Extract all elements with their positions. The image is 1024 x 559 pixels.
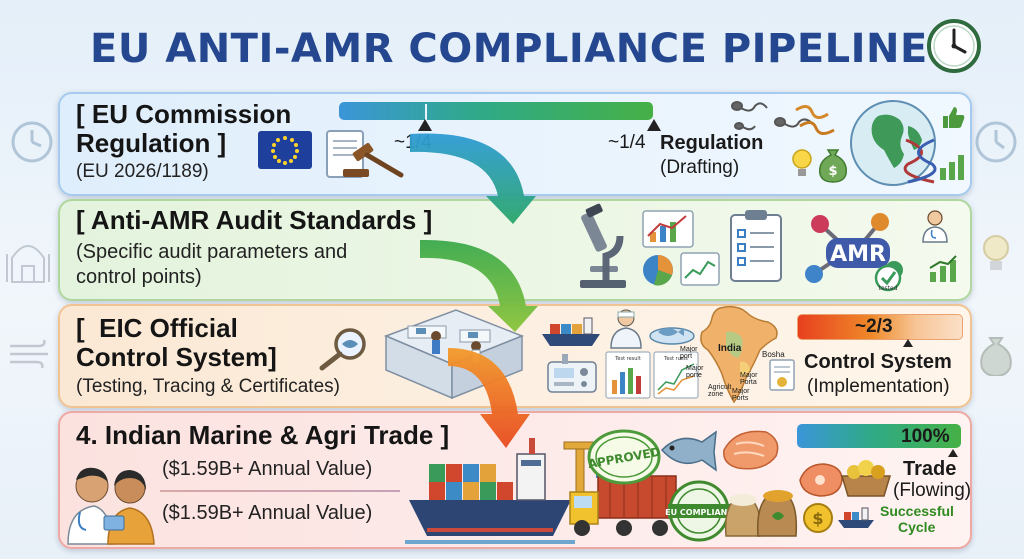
stage2-subtitle-line1: (Specific audit parameters and [76, 241, 348, 263]
cargo-ship-icon [405, 438, 575, 544]
map-label-bosha: Bosha [762, 350, 785, 359]
growth-chart-small-icon [929, 255, 957, 282]
clipboard-icon [730, 210, 782, 282]
salmon-steak-icon [799, 463, 843, 497]
faint-clock-icon [11, 121, 53, 163]
amr-badge-text: AMR [830, 242, 886, 267]
stage3-subtitle: (Testing, Tracing & Certificates) [76, 376, 340, 397]
stage1-status-detail: (Drafting) [660, 157, 740, 178]
stage1-title-line1: [ EU Commission [76, 99, 292, 129]
stage4-value-line2: ($1.59B+ Annual Value) [162, 502, 373, 524]
control-marker-arrow [903, 339, 913, 347]
map-label-major-port: Major port [680, 346, 698, 360]
line-chart-card-icon [642, 210, 694, 248]
faint-money-bag-icon [980, 337, 1012, 376]
globe-icon [850, 100, 936, 186]
stage1-subtitle: (EU 2026/1189) [76, 161, 209, 182]
thumbs-up-icon [943, 107, 965, 128]
map-label-agricult-zone: Agricult zone [708, 384, 732, 398]
control-progress-bar [797, 314, 963, 340]
progress-marker-2: ~1/4 [608, 132, 646, 153]
bar-growth-icon [940, 155, 964, 180]
successful-cycle-line1: Successful [880, 503, 954, 519]
amr-molecule-icon: AMR tested [805, 213, 903, 292]
dna-icon [903, 138, 937, 184]
fruit-basket-icon [840, 460, 892, 497]
svg-text:$: $ [828, 164, 837, 179]
eu-compliant-stamp-text: EU COMPLIANT [665, 508, 733, 517]
map-label-major-porte: Major porte [686, 365, 704, 379]
map-label-major-ports: Major Ports [732, 388, 750, 402]
faint-taj-icon [6, 245, 50, 283]
ribbon-cells-icon [795, 105, 835, 135]
inspector-icon [610, 309, 642, 349]
stage4-value-line1: ($1.59B+ Annual Value) [162, 458, 373, 480]
fish-sample-icon [649, 327, 695, 345]
device-icon [547, 354, 597, 393]
india-map-icon [700, 305, 778, 404]
certificate-icon [769, 359, 795, 391]
money-bag-icon: $ [818, 149, 848, 183]
stage1-title-line2: Regulation ] [76, 128, 227, 158]
stage4-status-title: Trade [903, 458, 957, 480]
fish-icon [660, 430, 717, 472]
value-divider [160, 490, 400, 492]
chart-label-1: Test result [614, 356, 641, 362]
page-title: EU ANTI-AMR COMPLIANCE PIPELINE [90, 26, 928, 72]
doctor-small-icon [922, 210, 948, 243]
chart-label-2: Test ruels [663, 356, 688, 362]
regulation-progress-bar [339, 102, 653, 120]
stage3-title-line1: [ EIC Official [76, 313, 238, 343]
gavel-document-icon [326, 130, 404, 178]
eu-flag-icon [258, 131, 312, 169]
map-label-india: India [718, 343, 742, 354]
trade-marker-arrow [948, 449, 958, 457]
bulb-icon [792, 149, 812, 176]
trade-progress-label: 100% [901, 426, 950, 447]
stage4-status-detail: (Flowing) [893, 480, 972, 501]
approved-stamp-icon: APPROVED [587, 429, 662, 485]
stage3-status-detail: (Implementation) [807, 376, 950, 397]
stage3-title-line2: Control System] [76, 342, 277, 372]
stage1-status-title: Regulation [660, 132, 764, 154]
container-ship-small-icon [542, 317, 600, 346]
trade-progress-bar [797, 424, 961, 448]
trend-chart-icon [680, 252, 720, 286]
microscope-icon [580, 203, 626, 288]
marker-arrow-1 [418, 119, 432, 131]
doctor-farmer-icon [67, 467, 155, 545]
faint-wind-icon [10, 339, 48, 368]
magnifier-icon [319, 328, 366, 371]
successful-cycle-line2: Cycle [898, 519, 936, 535]
marker-arrow-2 [647, 119, 661, 131]
test-result-charts-icon: Test result Test ruels [605, 351, 699, 399]
faint-clock-right-icon [975, 121, 1017, 163]
ship-small-icon [838, 507, 874, 528]
stage2-title: [ Anti-AMR Audit Standards ] [76, 205, 433, 235]
truck-icon [569, 475, 677, 536]
svg-text:$: $ [812, 509, 823, 528]
amr-tested-text: tested [878, 285, 897, 292]
stage3-status-title: Control System [804, 351, 952, 373]
coin-icon: $ [803, 503, 833, 533]
lab-icon [383, 309, 525, 400]
stage2-subtitle-line2: control points) [76, 266, 202, 288]
faint-bulb-icon [983, 235, 1009, 270]
progress-marker-1: ~1/4 [394, 132, 432, 153]
map-label-major-porta: Major Porta [740, 372, 758, 386]
salmon-fillet-icon [723, 430, 779, 470]
rice-sacks-icon [724, 490, 798, 537]
pie-chart-icon [643, 255, 673, 286]
bar-tick-start [425, 104, 427, 126]
sperm-cells-icon [731, 101, 814, 131]
control-progress-label: ~2/3 [855, 316, 893, 337]
stage4-title: 4. Indian Marine & Agri Trade ] [76, 420, 450, 450]
clock-icon [927, 19, 981, 73]
